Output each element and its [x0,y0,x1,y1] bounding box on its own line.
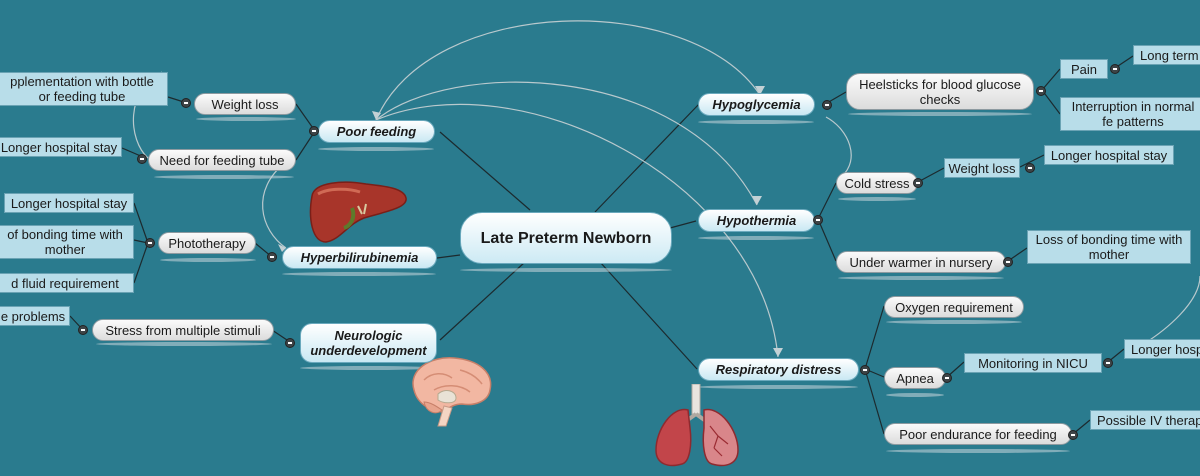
topic-hypothermia[interactable]: Hypothermia [698,209,815,232]
subtopic-stress-multiple-stimuli[interactable]: Stress from multiple stimuli [92,319,274,341]
node-shadow [698,385,858,389]
topic-hypoglycemia[interactable]: Hypoglycemia [698,93,815,116]
node-shadow [698,236,814,240]
subtopic-heelsticks[interactable]: Heelsticks for blood glucose checks [846,73,1034,110]
node-shadow [300,366,436,370]
collapse-toggle[interactable] [267,252,277,262]
topic-respiratory-distress[interactable]: Respiratory distress [698,358,859,381]
node-shadow [886,320,1022,324]
note-loss-of-bonding[interactable]: Loss of bonding time with mother [1027,230,1191,264]
collapse-toggle[interactable] [1003,257,1013,267]
node-shadow [848,112,1032,116]
subtopic-poor-endurance[interactable]: Poor endurance for feeding [884,423,1072,445]
node-shadow [698,120,814,124]
collapse-toggle[interactable] [860,365,870,375]
node-shadow [838,197,916,201]
collapse-toggle[interactable] [181,98,191,108]
branch-lines [69,55,1134,435]
node-shadow [318,147,434,151]
collapse-toggle[interactable] [913,178,923,188]
note-longer-hospital-stay-1[interactable]: Longer hospital stay [0,137,122,157]
liver-icon [309,181,407,243]
note-longer-hospital-stay-3[interactable]: Longer hospital stay [1044,145,1174,165]
subtopic-apnea[interactable]: Apnea [884,367,946,389]
note-interruption[interactable]: Interruption in normal fe patterns [1060,97,1200,131]
subtopic-need-for-feeding-tube[interactable]: Need for feeding tube [148,149,296,171]
note-weight-loss-right[interactable]: Weight loss [944,158,1020,178]
subtopic-cold-stress[interactable]: Cold stress [836,172,918,194]
node-shadow [154,175,294,179]
note-supplementation[interactable]: pplementation with bottle or feeding tub… [0,72,168,106]
collapse-toggle[interactable] [137,154,147,164]
subtopic-under-warmer[interactable]: Under warmer in nursery [836,251,1006,273]
collapse-toggle[interactable] [285,338,295,348]
note-e-problems[interactable]: e problems [0,306,70,326]
node-shadow [838,276,1004,280]
note-long-term[interactable]: Long term [1133,45,1200,65]
collapse-toggle[interactable] [1025,163,1035,173]
topic-neurologic-underdevelopment[interactable]: Neurologic underdevelopment [300,323,437,363]
note-longer-hosp[interactable]: Longer hosp [1124,339,1200,359]
relationship-arrowheads [278,86,783,357]
collapse-toggle[interactable] [813,215,823,225]
collapse-toggle[interactable] [1036,86,1046,96]
subtopic-weight-loss-left[interactable]: Weight loss [194,93,296,115]
collapse-toggle[interactable] [145,238,155,248]
subtopic-oxygen-requirement[interactable]: Oxygen requirement [884,296,1024,318]
note-longer-hospital-stay-2[interactable]: Longer hospital stay [4,193,134,213]
node-shadow [96,342,272,346]
central-topic[interactable]: Late Preterm Newborn [460,212,672,264]
node-shadow [196,117,296,121]
subtopic-phototherapy[interactable]: Phototherapy [158,232,256,254]
topic-hyperbilirubinemia[interactable]: Hyperbilirubinemia [282,246,437,269]
node-shadow [886,449,1070,453]
collapse-toggle[interactable] [1103,358,1113,368]
node-shadow [460,268,672,272]
brain-icon [412,357,492,427]
note-pain[interactable]: Pain [1060,59,1108,79]
note-bonding-time[interactable]: of bonding time with mother [0,225,134,259]
collapse-toggle[interactable] [942,373,952,383]
node-shadow [160,258,256,262]
note-possible-iv-therapy[interactable]: Possible IV therap [1090,410,1200,430]
collapse-toggle[interactable] [309,126,319,136]
note-monitoring-nicu[interactable]: Monitoring in NICU [964,353,1102,373]
relationship-lines [132,20,1200,358]
node-shadow [282,272,436,276]
lungs-icon [655,384,739,467]
collapse-toggle[interactable] [78,325,88,335]
node-shadow [886,393,944,397]
collapse-toggle[interactable] [1068,430,1078,440]
topic-poor-feeding[interactable]: Poor feeding [318,120,435,143]
collapse-toggle[interactable] [822,100,832,110]
note-fluid-requirement[interactable]: d fluid requirement [0,273,134,293]
collapse-toggle[interactable] [1110,64,1120,74]
